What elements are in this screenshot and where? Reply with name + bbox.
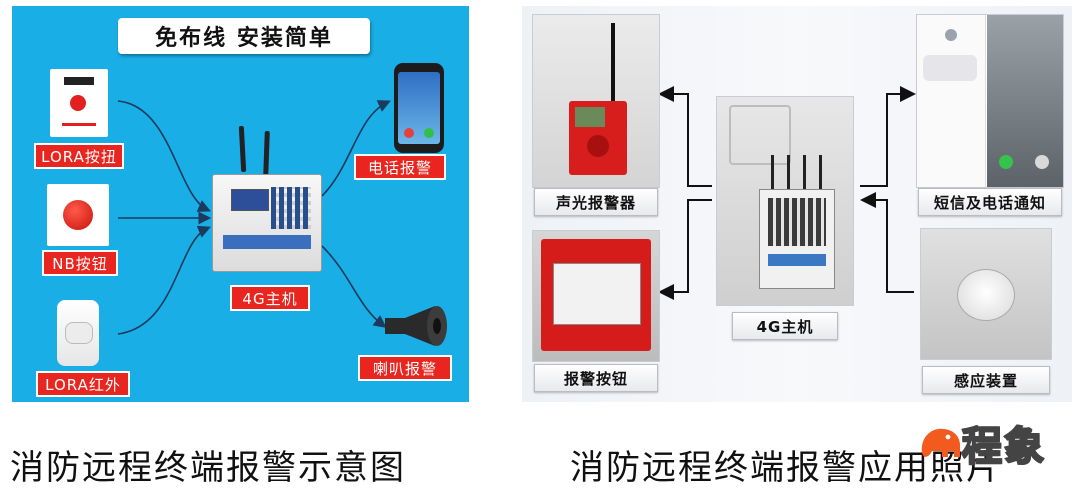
- answer-call-icon: [424, 128, 434, 138]
- decline-call-icon: [1035, 155, 1049, 169]
- call-screen: [987, 15, 1063, 187]
- label-alarm-button: 报警按钮: [534, 364, 658, 392]
- flow-arrows: [658, 86, 916, 300]
- infrared-lens-icon: [65, 322, 93, 344]
- arrow-to-alarm-button: [658, 199, 712, 300]
- label-lora-infrared: LORA红外: [36, 371, 130, 397]
- button-housing: [541, 239, 651, 351]
- strobe-light-icon: [587, 135, 609, 157]
- antenna-icon: [787, 155, 790, 189]
- decline-call-icon: [404, 128, 414, 138]
- arrow-from-sensor: [860, 192, 914, 293]
- logo-text: 程象: [961, 423, 1046, 471]
- label-sensor: 感应装置: [922, 366, 1050, 394]
- wire-lora-infrared: [117, 225, 211, 335]
- label-sound-light-alarm: 声光报警器: [534, 188, 658, 216]
- slogan-banner: 免布线 安装简单: [118, 18, 370, 54]
- brand-logo: 程象: [918, 414, 1046, 472]
- circuit-board-icon: [575, 107, 605, 127]
- host-stripe: [223, 235, 311, 249]
- horn-speaker-icon: [385, 306, 447, 346]
- red-push-button-icon: [63, 200, 93, 230]
- label-phone-alarm: 电话报警: [354, 154, 446, 180]
- host-keypad-icon: [768, 198, 826, 246]
- smoke-detector-icon: [957, 269, 1015, 321]
- host-stripe: [768, 254, 826, 266]
- phone-device: [394, 63, 444, 153]
- phone-screen: [398, 72, 440, 144]
- arrow-to-sound-light: [658, 86, 712, 187]
- sms-screen: [917, 15, 986, 187]
- arrow-to-sms-call: [860, 86, 916, 187]
- red-bar-icon: [62, 123, 96, 126]
- host-keypad-icon: [271, 187, 311, 229]
- photo-4g-host: [716, 96, 854, 306]
- red-push-button-icon: [70, 95, 86, 111]
- wall-pipe: [729, 105, 791, 165]
- label-horn-alarm: 喇叭报警: [358, 355, 452, 381]
- host-cabinet: [759, 189, 835, 289]
- host-screen-icon: [231, 189, 269, 211]
- nb-button-device: [47, 184, 109, 246]
- connection-wires: [117, 100, 391, 335]
- label-sms-call: 短信及电话通知: [918, 188, 1062, 216]
- label-lora-button: LORA按扭: [34, 143, 124, 169]
- answer-call-icon: [999, 155, 1013, 169]
- alarm-housing: [569, 101, 627, 175]
- photo-alarm-button: [532, 230, 660, 362]
- photo-sensor: [920, 228, 1052, 360]
- wire-horn-alarm: [321, 245, 387, 328]
- contact-avatar-icon: [945, 29, 957, 41]
- panel-window-icon: [64, 77, 94, 85]
- lora-button-device: [50, 69, 108, 137]
- antenna-icon: [771, 155, 774, 189]
- 4g-host-device: [212, 174, 322, 272]
- application-photos: 声光报警器 报警按钮 4G主机 短信及电话通知 感应装置: [522, 6, 1072, 402]
- label-4g-host: 4G主机: [230, 285, 310, 311]
- elephant-icon: [921, 428, 960, 457]
- photo-sms-call: [916, 14, 1064, 188]
- lora-infrared-device: [57, 300, 99, 366]
- antenna-icon: [819, 155, 822, 189]
- message-bubble: [923, 55, 977, 81]
- glass-panel: [553, 263, 641, 325]
- antenna-icon: [611, 23, 615, 101]
- photo-sound-light-alarm: [532, 14, 660, 188]
- antenna-icon: [803, 155, 806, 189]
- wire-lora-button: [117, 100, 211, 212]
- system-diagram: 免布线 安装简单 LORA按扭 NB按钮 LORA红外 4G主机 电话报警 喇叭…: [12, 6, 469, 402]
- left-caption: 消防远程终端报警示意图: [10, 448, 406, 488]
- label-4g-host: 4G主机: [732, 312, 838, 340]
- wire-phone-alarm: [321, 100, 391, 197]
- label-nb-button: NB按钮: [42, 250, 118, 276]
